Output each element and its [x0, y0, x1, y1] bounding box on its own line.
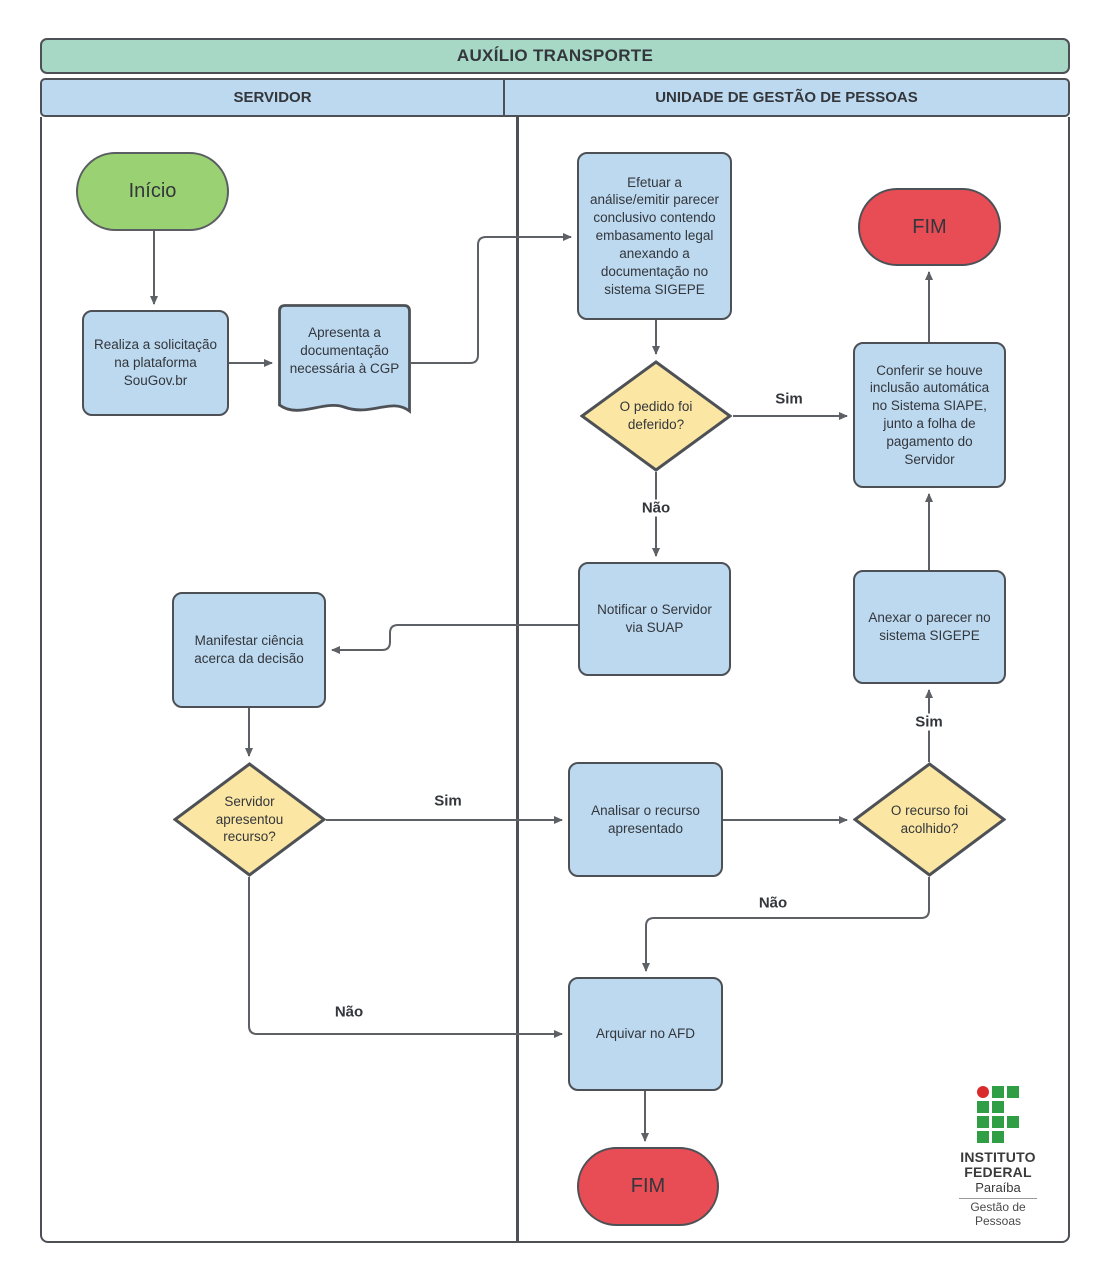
decision-pedido-deferido: O pedido foi deferido? [580, 360, 732, 472]
logo-text-region: Paraíba [975, 1180, 1021, 1196]
ifpb-logo: INSTITUTO FEDERAL Paraíba Gestão de Pess… [938, 1086, 1058, 1229]
process-anexar-parecer: Anexar o parecer no sistema SIGEPE [853, 570, 1006, 684]
logo-text-federal: FEDERAL [964, 1163, 1032, 1180]
logo-dept-line1: Gestão de [970, 1200, 1026, 1215]
process-manifestar-ciencia-label: Manifestar ciência acerca da decisão [194, 633, 304, 666]
end-node-bottom-label: FIM [630, 1175, 666, 1198]
decision-recurso-acolhido-label: O recurso foi acolhido? [890, 802, 969, 836]
decision-servidor-apresentou-recurso-label: Servidor apresentou recurso? [215, 793, 284, 845]
edge-label-nao-acolhido: Não [753, 894, 793, 912]
lane-header-band: SERVIDOR UNIDADE DE GESTÃO DE PESSOAS [40, 78, 1070, 117]
document-apresenta-documentacao: Apresenta a documentação necessária à CG… [278, 304, 411, 416]
edge-label-nao-recurso: Não [329, 1003, 369, 1021]
decision-shape-outline [853, 762, 1006, 877]
document-shape-outline [278, 304, 411, 414]
process-notificar-servidor: Notificar o Servidor via SUAP [578, 562, 731, 676]
process-analisar-recurso-label: Analisar o recurso apresentado [591, 802, 700, 836]
start-node-label: Início [128, 180, 177, 203]
logo-text-instituto: INSTITUTO [960, 1149, 1036, 1165]
process-efetuar-analise: Efetuar a análise/emitir parecer conclus… [577, 152, 732, 320]
process-realiza-solicitacao: Realiza a solicitação na plataforma SouG… [82, 310, 229, 416]
decision-pedido-deferido-label: O pedido foi deferido? [619, 399, 693, 432]
lane-header-ugp: UNIDADE DE GESTÃO DE PESSOAS [655, 89, 918, 106]
process-anexar-parecer-label: Anexar o parecer no sistema SIGEPE [868, 610, 991, 643]
logo-dept-line2: Pessoas [974, 1214, 1022, 1229]
decision-servidor-apresentou-recurso: Servidor apresentou recurso? [173, 762, 326, 877]
edge-label-sim-acolhido: Sim [910, 713, 948, 731]
ifpb-logo-mark [977, 1086, 1019, 1143]
edge-label-sim-recurso: Sim [429, 792, 467, 810]
document-apresenta-documentacao-label: Apresenta a documentação necessária à CG… [289, 325, 400, 376]
edge-label-nao-deferido: Não [636, 499, 676, 517]
lane-header-servidor: SERVIDOR [42, 80, 505, 115]
process-notificar-servidor-label: Notificar o Servidor via SUAP [597, 602, 712, 635]
edge-label-sim-deferido: Sim [770, 390, 808, 408]
lane-divider [515, 117, 519, 1243]
process-efetuar-analise-label: Efetuar a análise/emitir parecer conclus… [589, 174, 720, 297]
decision-shape-outline [173, 762, 326, 877]
process-realiza-solicitacao-label: Realiza a solicitação na plataforma SouG… [93, 337, 218, 388]
diagram-title: AUXÍLIO TRANSPORTE [40, 38, 1070, 74]
decision-shape-outline [580, 360, 732, 472]
process-analisar-recurso: Analisar o recurso apresentado [568, 762, 723, 877]
end-node-top: FIM [858, 188, 1001, 266]
logo-divider [959, 1198, 1037, 1200]
process-conferir-inclusao: Conferir se houve inclusão automática no… [853, 342, 1006, 488]
end-node-bottom: FIM [577, 1147, 719, 1226]
end-node-top-label: FIM [912, 215, 947, 238]
decision-recurso-acolhido: O recurso foi acolhido? [853, 762, 1006, 877]
process-arquivar-afd-label: Arquivar no AFD [595, 1026, 696, 1042]
logo-red-dot [977, 1086, 989, 1098]
start-node: Início [76, 152, 229, 231]
process-conferir-inclusao-label: Conferir se houve inclusão automática no… [869, 362, 990, 467]
process-arquivar-afd: Arquivar no AFD [568, 977, 723, 1091]
process-manifestar-ciencia: Manifestar ciência acerca da decisão [172, 592, 326, 708]
